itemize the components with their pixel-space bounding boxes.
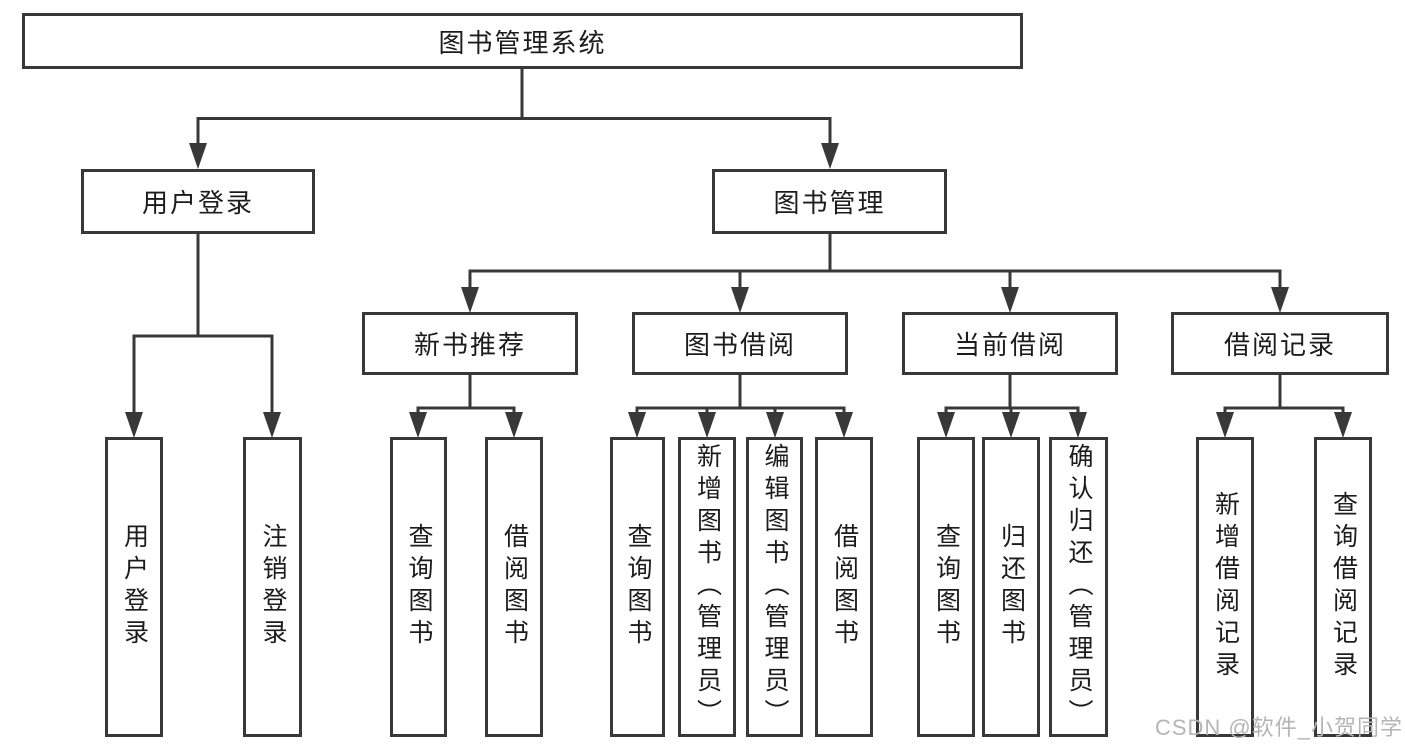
node-current-borrowing-label: 当前借阅 [953, 330, 1066, 360]
leaf-user-login: 用户登录 [105, 437, 163, 737]
leaf-query-books-borrowing-label: 查询图书 [624, 523, 652, 651]
connector-records-rail [1223, 406, 1345, 414]
leaf-query-books-recommend: 查询图书 [390, 437, 447, 737]
connector-userlogin-rail [132, 334, 274, 414]
node-book-borrowing: 图书借阅 [632, 312, 848, 375]
node-user-login: 用户登录 [81, 169, 315, 234]
node-root-label: 图书管理系统 [438, 27, 607, 58]
connector-bookmgmt-rail [468, 269, 1282, 289]
leaf-return-books: 归还图书 [982, 437, 1040, 737]
leaf-borrow-books-recommend: 借阅图书 [485, 437, 543, 737]
leaf-borrow-books-borrowing-label: 借阅图书 [830, 523, 859, 651]
leaf-add-book-admin-label: 新增图书（管理员） [693, 443, 722, 731]
node-new-book-recommend: 新书推荐 [362, 312, 578, 375]
node-borrowing-records: 借阅记录 [1171, 312, 1389, 375]
node-new-book-recommend-label: 新书推荐 [413, 330, 526, 360]
leaf-edit-book-admin: 编辑图书（管理员） [746, 437, 803, 737]
node-book-management-label: 图书管理 [773, 188, 886, 218]
leaf-user-login-label: 用户登录 [120, 523, 149, 651]
leaf-add-borrow-record: 新增借阅记录 [1196, 437, 1254, 737]
leaf-confirm-return-admin: 确认归还（管理员） [1049, 437, 1108, 737]
node-current-borrowing: 当前借阅 [902, 312, 1118, 375]
node-borrowing-records-label: 借阅记录 [1223, 330, 1336, 360]
leaf-borrow-books-recommend-label: 借阅图书 [500, 523, 529, 651]
leaf-query-books-current: 查询图书 [917, 437, 975, 737]
node-user-login-label: 用户登录 [141, 188, 254, 218]
leaf-query-borrow-record-label: 查询借阅记录 [1329, 491, 1358, 683]
node-book-management: 图书管理 [712, 169, 947, 234]
leaf-borrow-books-borrowing: 借阅图书 [815, 437, 873, 737]
arrowheads [125, 143, 1352, 438]
leaf-return-books-label: 归还图书 [997, 523, 1026, 651]
connector-recommend-rail [416, 406, 516, 414]
leaf-logout: 注销登录 [243, 437, 302, 737]
leaf-logout-label: 注销登录 [259, 523, 287, 651]
leaf-query-books-borrowing: 查询图书 [610, 437, 665, 737]
connector-borrowing-rail [635, 406, 846, 414]
leaf-query-borrow-record: 查询借阅记录 [1314, 437, 1372, 737]
watermark: CSDN @软件_小贺同学 [1154, 715, 1403, 740]
connector-root-rail [196, 117, 832, 145]
leaf-add-book-admin: 新增图书（管理员） [678, 437, 736, 737]
leaf-confirm-return-admin-label: 确认归还（管理员） [1065, 443, 1093, 731]
node-book-borrowing-label: 图书借阅 [683, 330, 796, 360]
leaf-query-books-recommend-label: 查询图书 [405, 523, 433, 651]
leaf-query-books-current-label: 查询图书 [932, 523, 961, 651]
leaf-add-borrow-record-label: 新增借阅记录 [1211, 491, 1240, 683]
node-root: 图书管理系统 [22, 13, 1023, 69]
leaf-edit-book-admin-label: 编辑图书（管理员） [761, 443, 789, 731]
